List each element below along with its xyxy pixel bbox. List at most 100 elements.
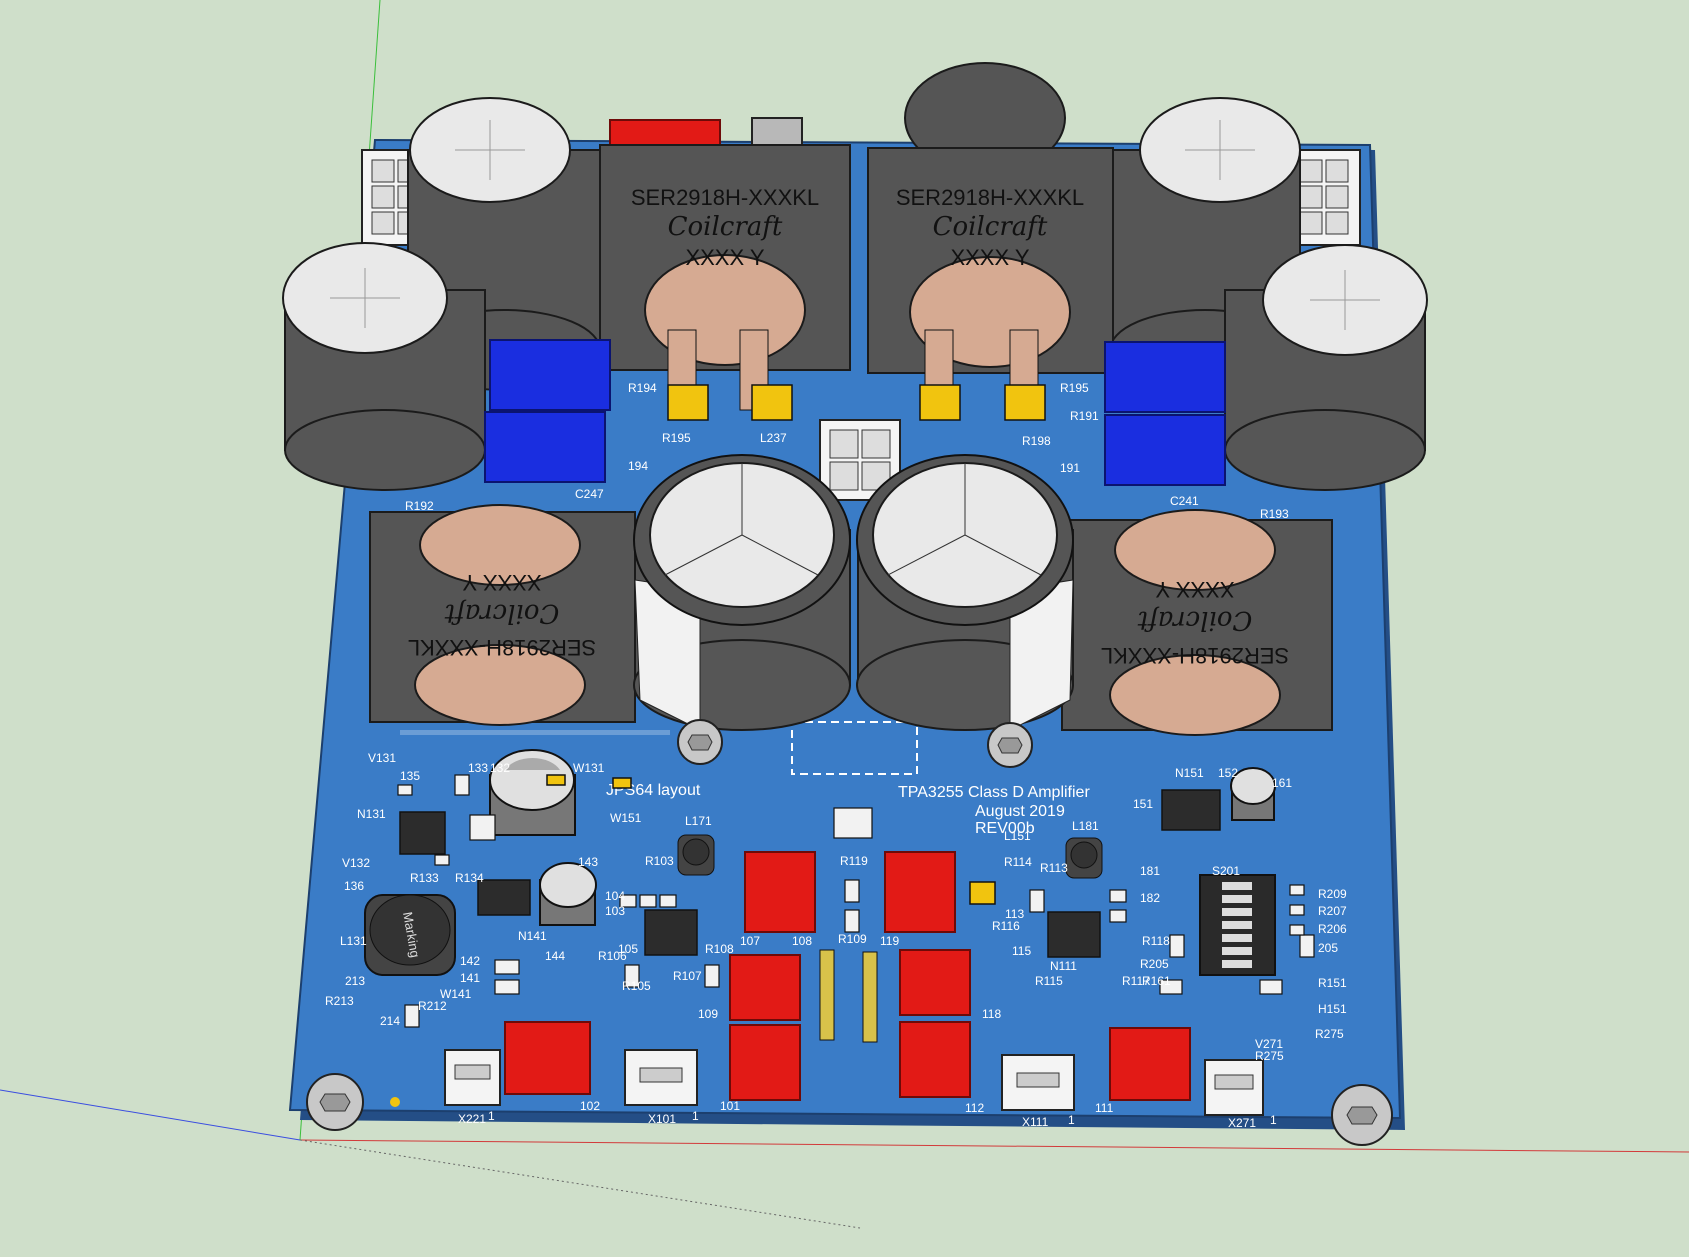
red-capacitor [729,1024,801,1101]
label-r114: R114 [1004,855,1032,869]
connector-x221[interactable] [444,1049,501,1106]
label-103: 103 [605,904,625,918]
red-capacitor [744,851,816,933]
label-111: 111 [1095,1101,1114,1115]
label-r117: R117 [1122,974,1150,988]
small-electrolytic-cap-2 [539,862,597,926]
inductor-brand-text: Coilcraft [933,212,1048,242]
label-104: 104 [605,889,625,903]
inductor-code-text: XXXX Y [685,245,764,270]
label-181: 181 [1140,864,1160,878]
label-118: 118 [982,1007,1001,1021]
label-r194: R194 [628,381,657,395]
label-pin1-x271: 1 [1270,1113,1277,1127]
label-pin1-x221: 1 [488,1109,495,1123]
label-r275: R275 [1315,1027,1344,1041]
small-coil [677,834,715,876]
label-r191: R191 [1070,409,1099,423]
inductor-back-right: SER2918H-XXXKL Coilcraft XXXX Y [867,147,1114,411]
red-capacitor [729,954,801,1021]
blue-capacitor [1104,414,1226,486]
blue-capacitor [489,339,611,411]
label-119: 119 [880,934,899,948]
label-r134: R134 [455,871,484,885]
label-l237: L237 [760,431,787,445]
ic-regulator-3 [1161,789,1221,831]
label-213: 213 [345,974,365,988]
small-electrolytic-cap [489,749,576,836]
label-191: 191 [1060,461,1080,475]
ic-regulator-2 [477,879,531,916]
label-r195b: R195 [1060,381,1089,395]
red-capacitor [899,949,971,1016]
label-l171: L171 [685,814,712,828]
connector-x111[interactable] [1001,1054,1075,1111]
transistor-center [833,807,873,839]
label-r105: R105 [622,979,651,993]
label-x101: X101 [648,1112,676,1126]
label-151: 151 [1133,797,1153,811]
label-102: 102 [580,1099,600,1113]
label-109: 109 [698,1007,718,1021]
label-r195: R195 [662,431,691,445]
label-r193: R193 [1260,507,1289,521]
label-s201: S201 [1212,864,1240,878]
inductor-front-left: XXXX Y Coilcraft SER2918H-XXXKL [369,504,636,726]
label-n151: N151 [1175,766,1204,780]
label-r103: R103 [645,854,674,868]
screw-mid-right [987,722,1033,768]
red-capacitor [884,851,956,933]
label-r205: R205 [1140,957,1169,971]
label-c247: C247 [575,487,604,501]
label-v132: V132 [342,856,370,870]
pad [667,384,709,421]
pad [919,384,961,421]
inductor-part-text: SER2918H-XXXKL [631,185,819,210]
board-date: August 2019 [975,803,1065,820]
ic-dip-2 [1047,911,1101,958]
label-r116: R116 [992,919,1020,933]
label-r108: R108 [705,942,734,956]
screw-bottom-left [306,1073,364,1131]
electrolytic-capacitor-center-left [633,454,851,731]
label-141: 141 [460,971,480,985]
label-c241: C241 [1170,494,1199,508]
label-pin1-x111: 1 [1068,1113,1075,1127]
label-135: 135 [400,769,420,783]
connector-x271[interactable] [1204,1059,1264,1116]
inductor-code-text: XXXX Y [1155,577,1234,602]
ic-dip [644,909,698,956]
label-r198: R198 [1022,434,1051,448]
electrolytic-capacitor-back-left-2 [282,242,486,491]
inductor-brand-text: Coilcraft [444,598,559,628]
label-r106: R106 [598,949,627,963]
ic-outline-dashed [791,721,918,775]
label-l151: L151 [1004,829,1031,843]
label-r113: R113 [1040,861,1068,875]
screw-mid-left [677,719,723,765]
label-x271: X271 [1228,1116,1256,1130]
label-115: 115 [1012,944,1031,958]
label-101: 101 [720,1099,740,1113]
label-r109: R109 [838,932,867,946]
red-capacitor [1109,1027,1191,1101]
blue-capacitor [1104,341,1226,413]
label-214: 214 [380,1014,400,1028]
label-r161: R161 [1142,974,1171,988]
label-136: 136 [344,879,364,893]
label-112: 112 [965,1101,984,1115]
axial-resistor [819,949,835,1041]
label-142: 142 [460,954,480,968]
label-275: R275 [1255,1049,1284,1063]
small-coil-2 [1065,837,1103,879]
label-l181: L181 [1072,819,1099,833]
label-r207: R207 [1318,904,1347,918]
connector-x101[interactable] [624,1049,698,1106]
power-inductor-small: Marking [364,894,456,976]
label-l131: L131 [340,934,367,948]
label-108: 108 [792,934,812,948]
label-r118: R118 [1142,934,1170,948]
dip-switch-s201[interactable] [1199,874,1276,976]
electrolytic-capacitor-center-right [856,454,1074,731]
